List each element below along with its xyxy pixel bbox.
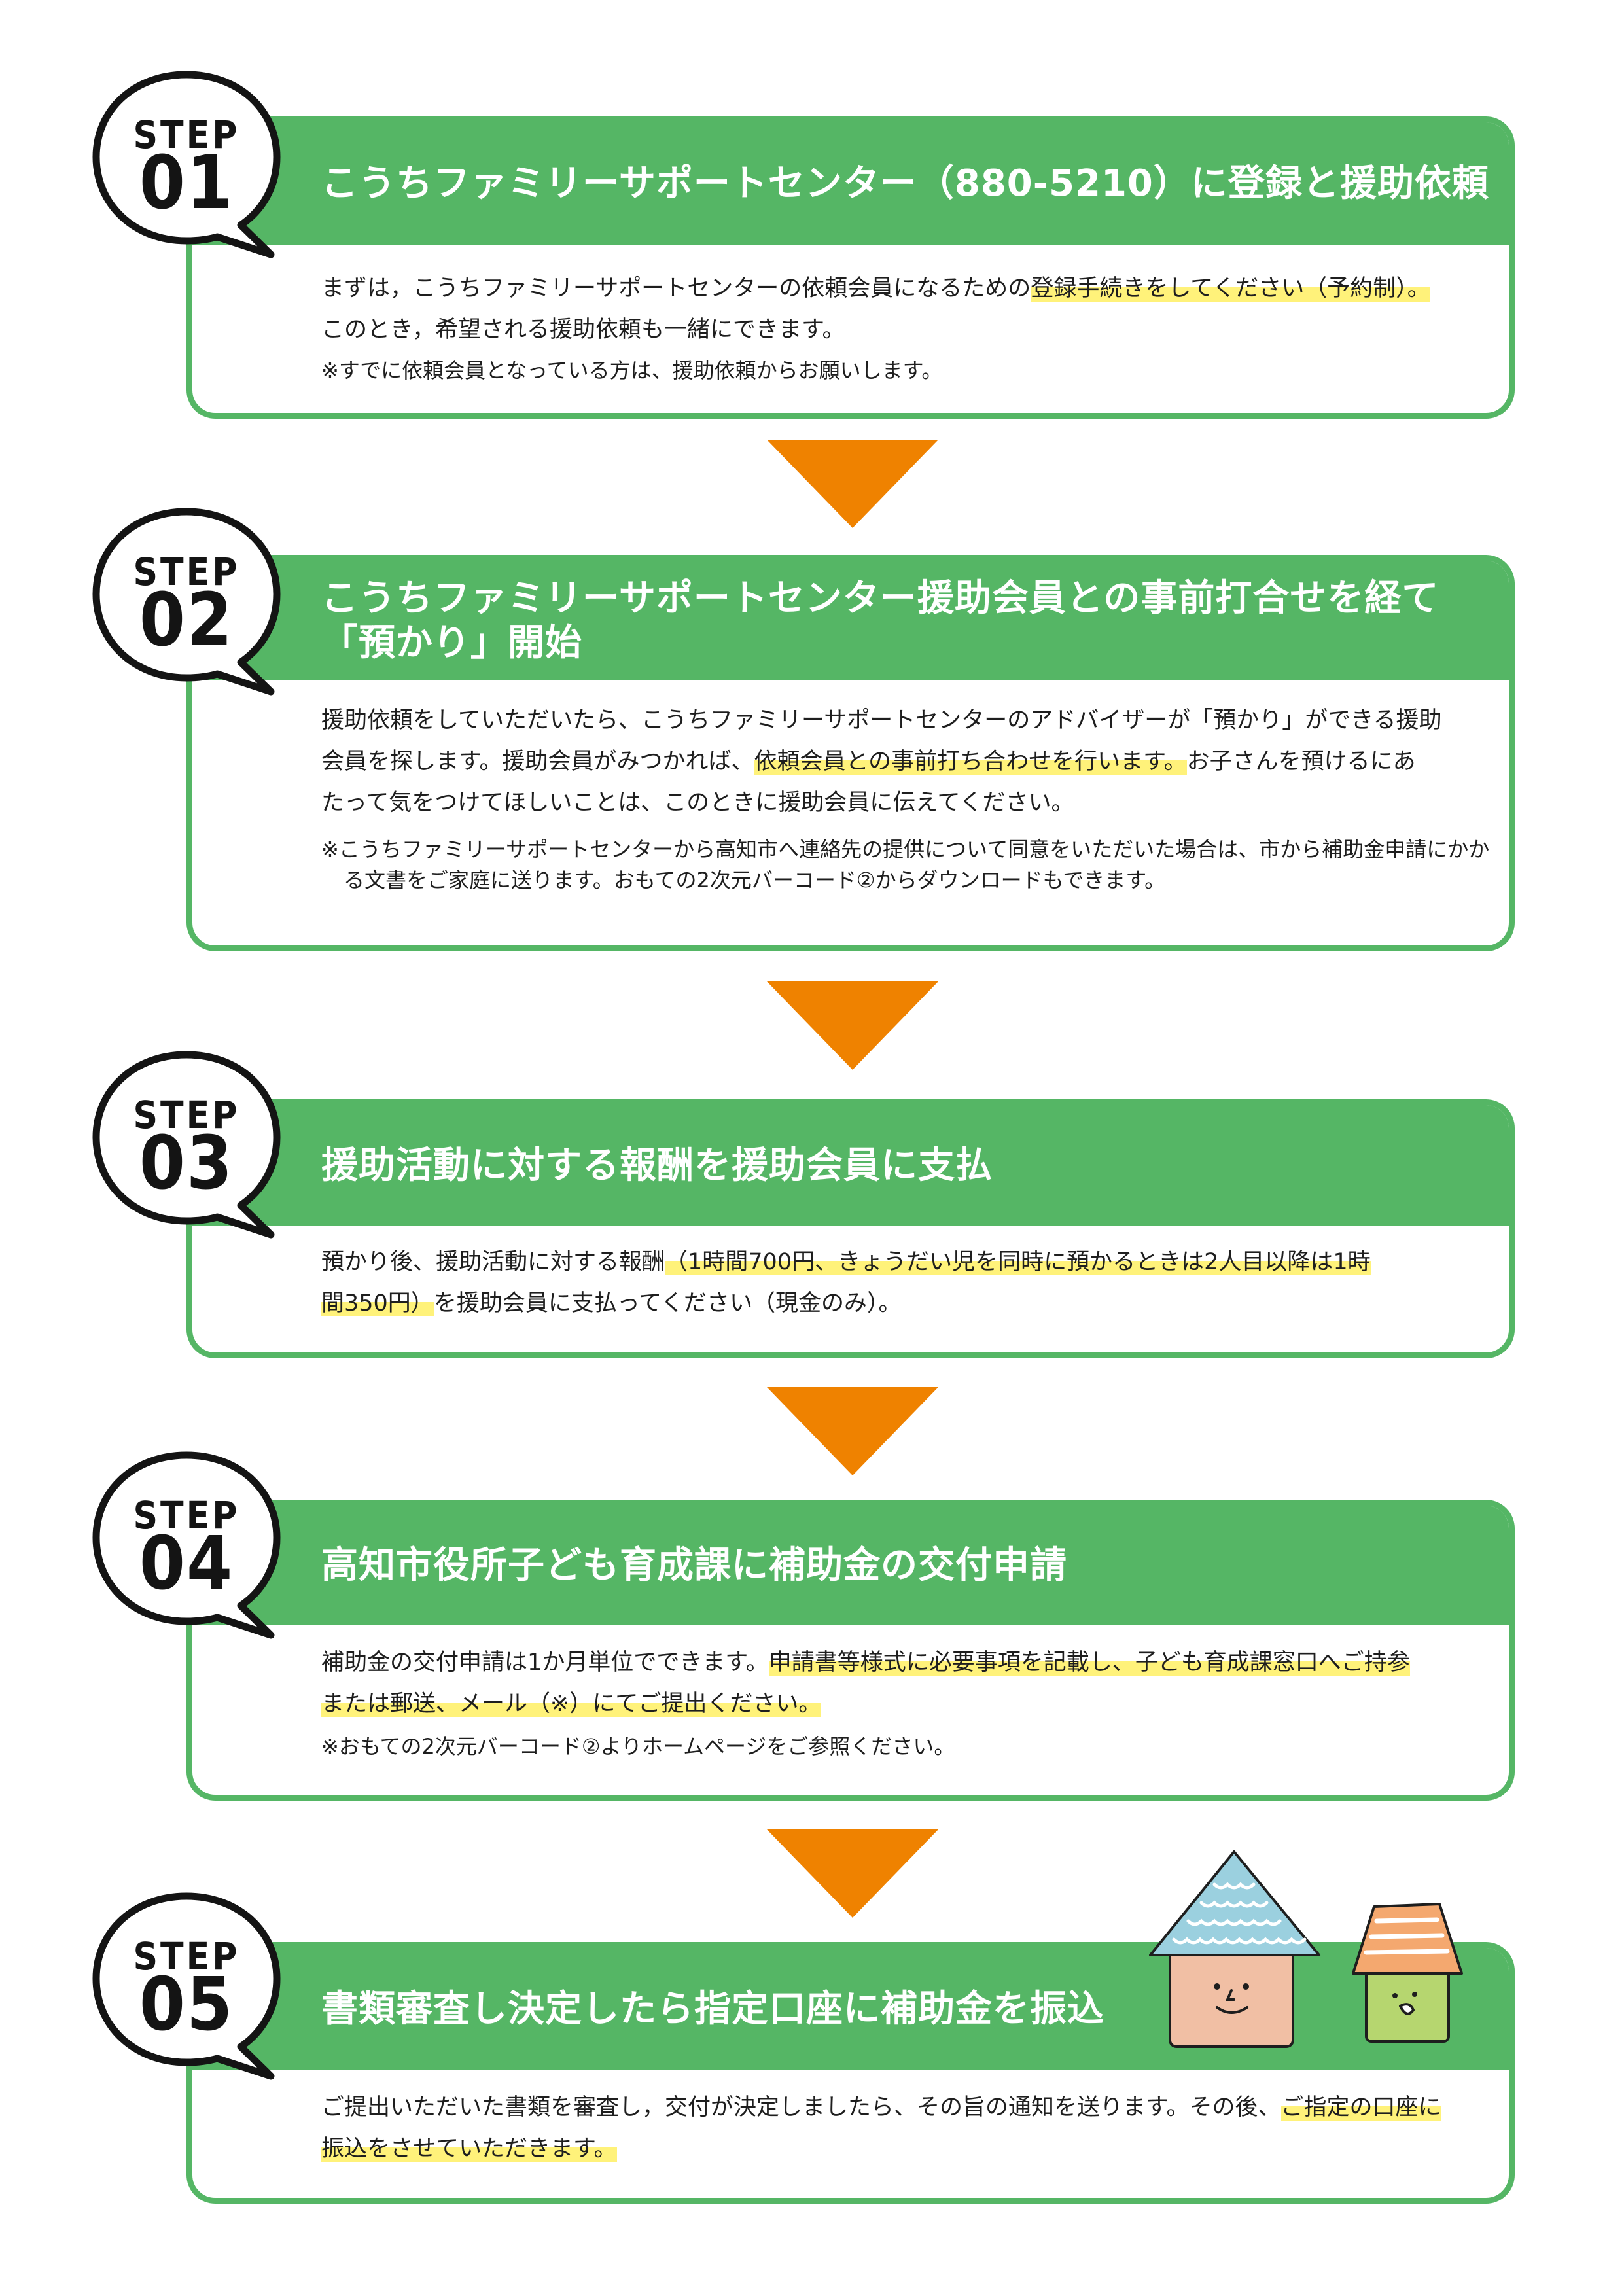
step-03-body: 預かり後、援助活動に対する報酬（1時間700円、きょうだい児を同時に預かるときは…	[192, 1226, 1509, 1324]
step-01-label: STEP	[133, 113, 240, 157]
step-01-line2: このとき，希望される援助依頼も一緒にできます。	[321, 317, 845, 343]
step-03-header: 援助活動に対する報酬を援助会員に支払	[192, 1105, 1509, 1226]
step-02-card: こうちファミリーサポートセンター援助会員との事前打合せを経て 「預かり」開始 援…	[186, 555, 1515, 951]
step-03-line2: 間350円）を援助会員に支払ってください（現金のみ）。	[321, 1290, 902, 1316]
step-05-line1: ご提出いただいた書類を審査し，交付が決定しましたら、その旨の通知を送ります。その…	[321, 2094, 1441, 2121]
step-02-title-line1: こうちファミリーサポートセンター援助会員との事前打合せを経て	[321, 576, 1439, 620]
step-04-title: 高知市役所子ども育成課に補助金の交付申請	[321, 1544, 1067, 1587]
step-04-line2: または郵送、メール（※）にてご提出ください。	[321, 1684, 1509, 1725]
step-03-highlight-2: 間350円）	[321, 1290, 434, 1316]
step-01-note: ※すでに依頼会員となっている方は、援助依頼からお願いします。	[321, 358, 943, 383]
step-01-title: こうちファミリーサポートセンター（880-5210）に登録と援助依頼	[321, 162, 1489, 205]
step-01-highlight: 登録手続きをしてください（予約制）。	[1031, 275, 1430, 302]
speech-bubble-icon	[92, 1051, 281, 1239]
step-02-number: 02	[139, 578, 234, 663]
speech-bubble-icon	[92, 71, 281, 258]
step-04-highlight-2: または郵送、メール（※）にてご提出ください。	[321, 1691, 822, 1717]
down-arrow-icon	[767, 1829, 938, 1918]
step-04-badge: STEP 04	[92, 1447, 314, 1644]
step-04-note: ※おもての2次元バーコード②よりホームページをご参照ください。	[321, 1734, 955, 1759]
step-01-line1: まずは，こうちファミリーサポートセンターの依頼会員になるための登録手続きをしてく…	[321, 275, 1430, 302]
step-01-body: まずは，こうちファミリーサポートセンターの依頼会員になるための登録手続きをしてく…	[192, 245, 1509, 390]
step-03-line1: 預かり後、援助活動に対する報酬（1時間700円、きょうだい児を同時に預かるときは…	[321, 1249, 1371, 1275]
step-01-header: こうちファミリーサポートセンター（880-5210）に登録と援助依頼	[192, 122, 1509, 245]
step-03-highlight-1: （1時間700円、きょうだい児を同時に預かるときは2人目以降は1時	[665, 1249, 1371, 1275]
step-05-label: STEP	[133, 1934, 240, 1979]
step-03-number: 03	[139, 1121, 234, 1206]
step-05-title: 書類審査し決定したら指定口座に補助金を振込	[321, 1987, 1104, 2030]
speech-bubble-icon	[92, 1892, 281, 2080]
step-02-badge: STEP 02	[92, 504, 314, 700]
step-02-line3: たって気をつけてほしいことは、このときに援助会員に伝えてください。	[321, 790, 1074, 816]
down-arrow-icon	[767, 981, 938, 1070]
step-05-body: ご提出いただいた書類を審査し，交付が決定しましたら、その旨の通知を送ります。その…	[192, 2070, 1509, 2170]
step-04-label: STEP	[133, 1493, 240, 1538]
step-05-badge: STEP 05	[92, 1888, 314, 2085]
step-03-card: 援助活動に対する報酬を援助会員に支払 預かり後、援助活動に対する報酬（1時間70…	[186, 1099, 1515, 1358]
speech-bubble-icon	[92, 1451, 281, 1639]
step-05-highlight-2: 振込をさせていただきます。	[321, 2136, 617, 2162]
step-04-card: 高知市役所子ども育成課に補助金の交付申請 補助金の交付申請は1か月単位でできます…	[186, 1500, 1515, 1801]
step-02-title-line2: 「預かり」開始	[321, 621, 582, 664]
step-02-note: ※こうちファミリーサポートセンターから高知市へ連絡先の提供について同意をいただい…	[321, 837, 1490, 892]
step-03-badge: STEP 03	[92, 1047, 314, 1243]
step-05-line2: 振込をさせていただきます。	[321, 2128, 1509, 2170]
house-characters-icon	[1149, 1850, 1463, 2048]
step-02-line2: 会員を探します。援助会員がみつかれば、依頼会員との事前打ち合わせを行います。お子…	[321, 749, 1416, 775]
step-02-label: STEP	[133, 550, 240, 594]
step-02-highlight: 依頼会員との事前打ち合わせを行います。	[754, 749, 1187, 775]
step-01-card: こうちファミリーサポートセンター（880-5210）に登録と援助依頼 まずは，こ…	[186, 116, 1515, 419]
step-02-header: こうちファミリーサポートセンター援助会員との事前打合せを経て 「預かり」開始	[192, 561, 1509, 680]
step-05-highlight-1: ご指定の口座に	[1280, 2094, 1441, 2121]
step-02-body: 援助依頼をしていただいたら、こうちファミリーサポートセンターのアドバイザーが「預…	[192, 680, 1509, 896]
down-arrow-icon	[767, 1387, 938, 1475]
step-04-body: 補助金の交付申請は1か月単位でできます。申請書等様式に必要事項を記載し、子ども育…	[192, 1625, 1509, 1762]
down-arrow-icon	[767, 440, 938, 528]
step-03-title: 援助活動に対する報酬を援助会員に支払	[321, 1144, 993, 1187]
step-04-number: 04	[139, 1521, 234, 1606]
step-04-highlight-1: 申請書等様式に必要事項を記載し、子ども育成課窓口へご持参	[768, 1650, 1410, 1676]
step-04-line1: 補助金の交付申請は1か月単位でできます。申請書等様式に必要事項を記載し、子ども育…	[321, 1650, 1410, 1676]
house-illustration	[1137, 1839, 1477, 2055]
step-01-badge: STEP 01	[92, 67, 314, 263]
speech-bubble-icon	[92, 508, 281, 696]
step-02-line1: 援助依頼をしていただいたら、こうちファミリーサポートセンターのアドバイザーが「預…	[321, 707, 1442, 733]
step-03-label: STEP	[133, 1093, 240, 1137]
step-01-number: 01	[139, 141, 234, 226]
step-05-number: 05	[139, 1962, 234, 2047]
step-04-header: 高知市役所子ども育成課に補助金の交付申請	[192, 1506, 1509, 1625]
